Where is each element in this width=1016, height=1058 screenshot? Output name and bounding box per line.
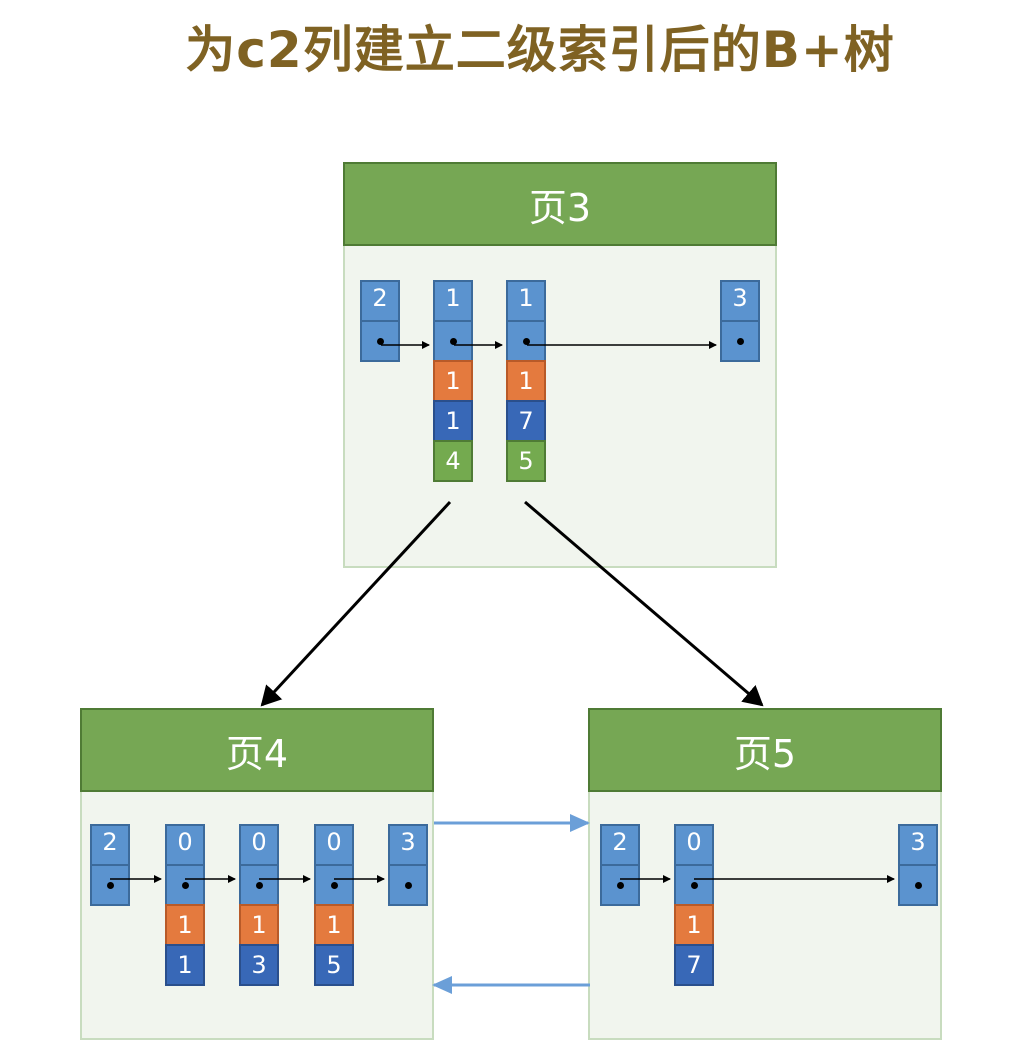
page-number: 5: [506, 440, 546, 482]
pointer-dot: [255, 881, 263, 889]
pointer-dot: [690, 881, 698, 889]
pointer-dot: [106, 881, 114, 889]
c1-value: 5: [314, 944, 354, 986]
record-type: 1: [433, 280, 473, 322]
next-record-pointer: [90, 864, 130, 906]
pointer-to-page-4: [260, 500, 452, 707]
page-4-record-2: 0 1 3: [239, 824, 279, 986]
next-record-pointer: [360, 320, 400, 362]
page-5: 页5 2 0 1 7 3: [588, 708, 942, 1040]
pointer-dot: [330, 881, 338, 889]
pointer-dot: [404, 881, 412, 889]
record-type: 0: [314, 824, 354, 866]
next-record-pointer: [674, 864, 714, 906]
c1-value: 3: [239, 944, 279, 986]
pointer-dot: [914, 881, 922, 889]
page-4-record-1: 0 1 1: [165, 824, 205, 986]
page-5-record-1: 0 1 7: [674, 824, 714, 986]
page-4-record-supremum: 3: [388, 824, 428, 906]
record-type: 2: [360, 280, 400, 322]
next-record-pointer: [898, 864, 938, 906]
pointer-to-page-5: [524, 500, 764, 707]
next-record-pointer: [433, 320, 473, 362]
c1-value: 1: [165, 944, 205, 986]
page-number: 4: [433, 440, 473, 482]
page-5-record-infimum: 2: [600, 824, 640, 906]
diagram-title: 为c2列建立二级索引后的B+树: [185, 21, 895, 79]
c1-value: 7: [674, 944, 714, 986]
page-4-header: 页4: [80, 708, 434, 792]
next-record-pointer: [720, 320, 760, 362]
record-type: 1: [506, 280, 546, 322]
record-type: 3: [720, 280, 760, 322]
page-5-header: 页5: [588, 708, 942, 792]
pointer-dot: [736, 337, 744, 345]
pointer-dot: [449, 337, 457, 345]
pointer-dot: [616, 881, 624, 889]
page-5-record-supremum: 3: [898, 824, 938, 906]
c2-value: 1: [506, 360, 546, 402]
next-record-pointer: [600, 864, 640, 906]
next-record-pointer: [388, 864, 428, 906]
page-3-record-1: 1 1 1 4: [433, 280, 473, 482]
page-3: 页3 2 1 1 1 4 1 1 7 5 3: [343, 162, 777, 568]
page-3-record-supremum: 3: [720, 280, 760, 362]
next-record-pointer: [239, 864, 279, 906]
c2-value: 1: [165, 904, 205, 946]
pointer-dot: [376, 337, 384, 345]
page-3-record-infimum: 2: [360, 280, 400, 362]
next-record-pointer: [165, 864, 205, 906]
pointer-dot: [181, 881, 189, 889]
c2-value: 1: [433, 360, 473, 402]
record-type: 2: [600, 824, 640, 866]
page-3-header: 页3: [343, 162, 777, 246]
page-3-record-2: 1 1 7 5: [506, 280, 546, 482]
c2-value: 1: [674, 904, 714, 946]
page-4: 页4 2 0 1 1 0 1 3 0 1 5 3: [80, 708, 434, 1040]
pointer-dot: [522, 337, 530, 345]
page-4-record-3: 0 1 5: [314, 824, 354, 986]
page-4-record-infimum: 2: [90, 824, 130, 906]
